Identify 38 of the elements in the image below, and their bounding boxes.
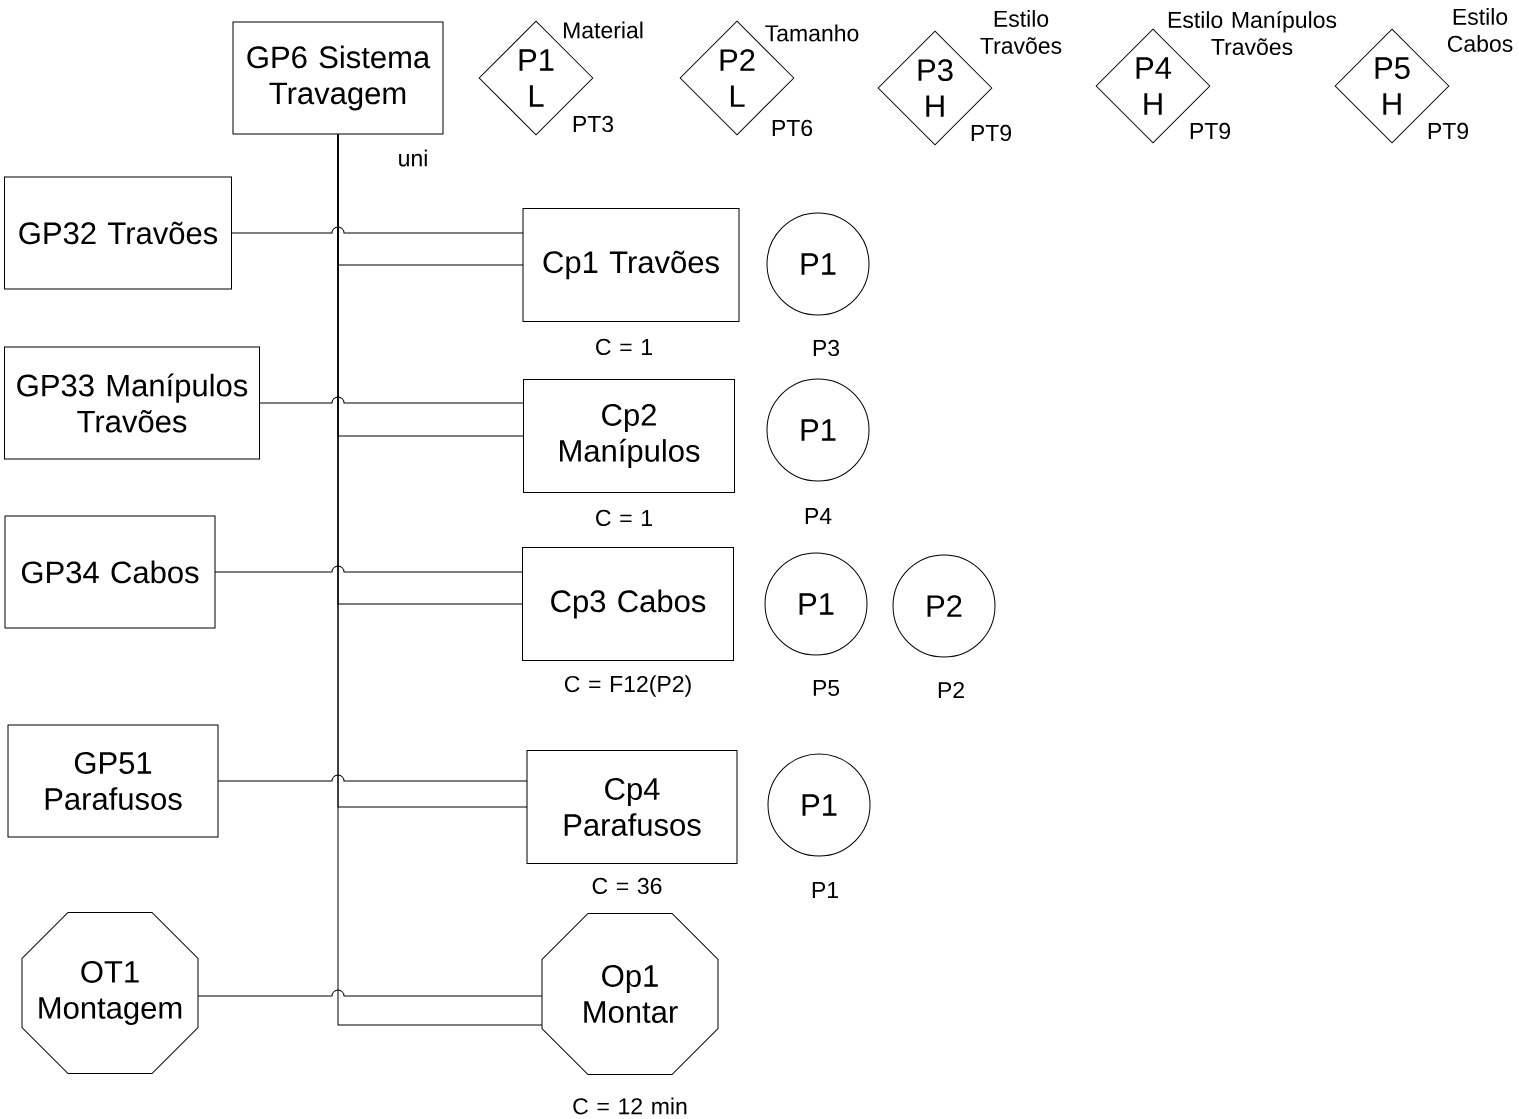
process-box: GP34 Cabos [4,515,216,629]
operation-octagon: Op1 Montar [541,913,719,1075]
caption-text: P5 [813,679,840,696]
connector-label: uni [399,149,427,167]
parameter-label: PT6 [772,119,813,137]
operation-octagon: OT1 Montagem [21,912,199,1074]
connector-line [337,134,543,1026]
caption-text: P2 [938,681,964,698]
process-box: Cp1 Travões [522,208,740,322]
caption-text: P1 [812,882,838,898]
connector-line [231,226,524,234]
parameter-label: PT3 [573,115,614,133]
process-box: GP6 Sistema Travagem [232,21,444,135]
process-box: Cp2 Manípulos [523,379,735,493]
parameter-label: Estilo Cabos [1447,8,1513,52]
caption-text: C = 36 [592,877,662,895]
process-box: GP33 Manípulos Travões [4,346,260,460]
process-box: Cp3 Cabos [522,547,734,661]
parameter-label: Tamanho [765,24,859,42]
parameter-label: Estilo Manípulos Travões [1168,10,1337,56]
connector-line [197,989,543,997]
caption-text: C = 1 [596,509,652,527]
parameter-label: PT9 [1428,122,1468,140]
connector-line [259,396,524,404]
process-box: Cp4 Parafusos [526,750,738,864]
parameter-label: Estilo Travões [980,10,1062,54]
caption-text: C = 12 min [573,1097,687,1115]
caption-text: C = F12(P2) [564,675,691,697]
connector-line [217,774,528,782]
parameter-label: Material [564,21,643,39]
process-box: GP51 Parafusos [7,724,219,838]
parameter-label: PT9 [971,124,1011,142]
process-box: GP32 Travões [4,176,232,290]
caption-text: P3 [813,339,840,357]
parameter-label: PT9 [1190,122,1230,140]
connector-line [214,565,523,573]
caption-text: C = 1 [596,338,652,356]
caption-text: P4 [805,508,832,524]
